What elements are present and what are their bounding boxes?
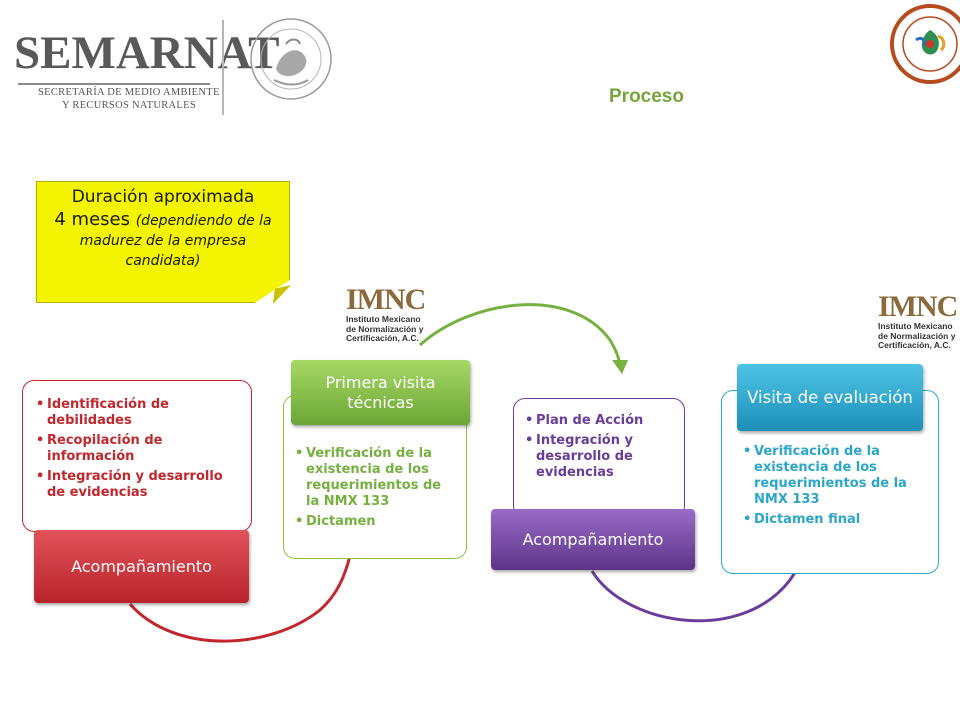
step-1-item: Recopilación de información [33,433,241,465]
step-1-item: Integración y desarrollo de evidencias [33,469,241,501]
arc-green-arrowhead [612,360,628,374]
duration-note-line-1: Duración aproximada [71,187,255,207]
step-1-details: Identificación de debilidades Recopilaci… [22,380,252,532]
duration-note: Duración aproximada 4 meses (dependiendo… [36,181,290,303]
semarnat-logo-subtitle: SECRETARÍA DE MEDIO AMBIENTE Y RECURSOS … [38,86,220,112]
step-3-details: Plan de Acción Integración y desarrollo … [513,398,685,518]
imnc-logo-line-1: Instituto Mexicano [346,314,421,324]
imnc-logo-line-3: Certificación, A.C. [878,340,951,350]
step-4-item: Dictamen final [740,512,928,528]
step-2-item: Dictamen [292,514,458,530]
imnc-logo-mark: IMNC [878,290,958,323]
mexico-seal-icon [250,18,332,100]
imnc-logo-mark: IMNC [346,283,426,316]
imnc-logo-line-1: Instituto Mexicano [878,321,953,331]
step-3-label: Acompañamiento [491,509,695,570]
step-4-label: Visita de evaluación [737,364,923,431]
step-3-item: Integración y desarrollo de evidencias [522,433,676,481]
step-2-label: Primera visita técnicas [291,360,470,425]
ecoturismo-certificado-badge-icon [890,4,960,84]
duration-note-line-2: 4 meses (dependiendo de la [37,208,289,231]
step-4-item: Verificación de la existencia de los req… [740,444,928,508]
semarnat-subtitle-line-1: SECRETARÍA DE MEDIO AMBIENTE [38,87,220,98]
duration-note-line-4: candidata) [125,253,201,269]
imnc-logo-line-3: Certificación, A.C. [346,333,419,343]
arc-green [418,303,622,366]
imnc-logo-line-2: de Normalización y [346,323,424,334]
step-1-label: Acompañamiento [34,530,249,603]
arc-purple [590,564,802,623]
header-divider [222,20,224,115]
step-3-item: Plan de Acción [522,413,676,429]
imnc-logo: IMNC Instituto Mexicano de Normalización… [878,292,960,352]
imnc-logo-line-2: de Normalización y [878,330,956,341]
step-2-item: Verificación de la existencia de los req… [292,446,458,510]
duration-note-line-3: madurez de la empresa [79,233,247,249]
duration-note-months: 4 meses [54,209,130,230]
semarnat-logo-rule [18,83,210,85]
imnc-logo: IMNC Instituto Mexicano de Normalización… [346,285,428,345]
arc-red [128,555,352,643]
duration-note-italic-1: (dependiendo de la [135,213,272,229]
semarnat-subtitle-line-2: Y RECURSOS NATURALES [62,100,196,111]
semarnat-logo-text: SEMARNAT [14,27,280,79]
step-1-item: Identificación de debilidades [33,397,241,429]
page-title: Proceso [609,86,684,107]
